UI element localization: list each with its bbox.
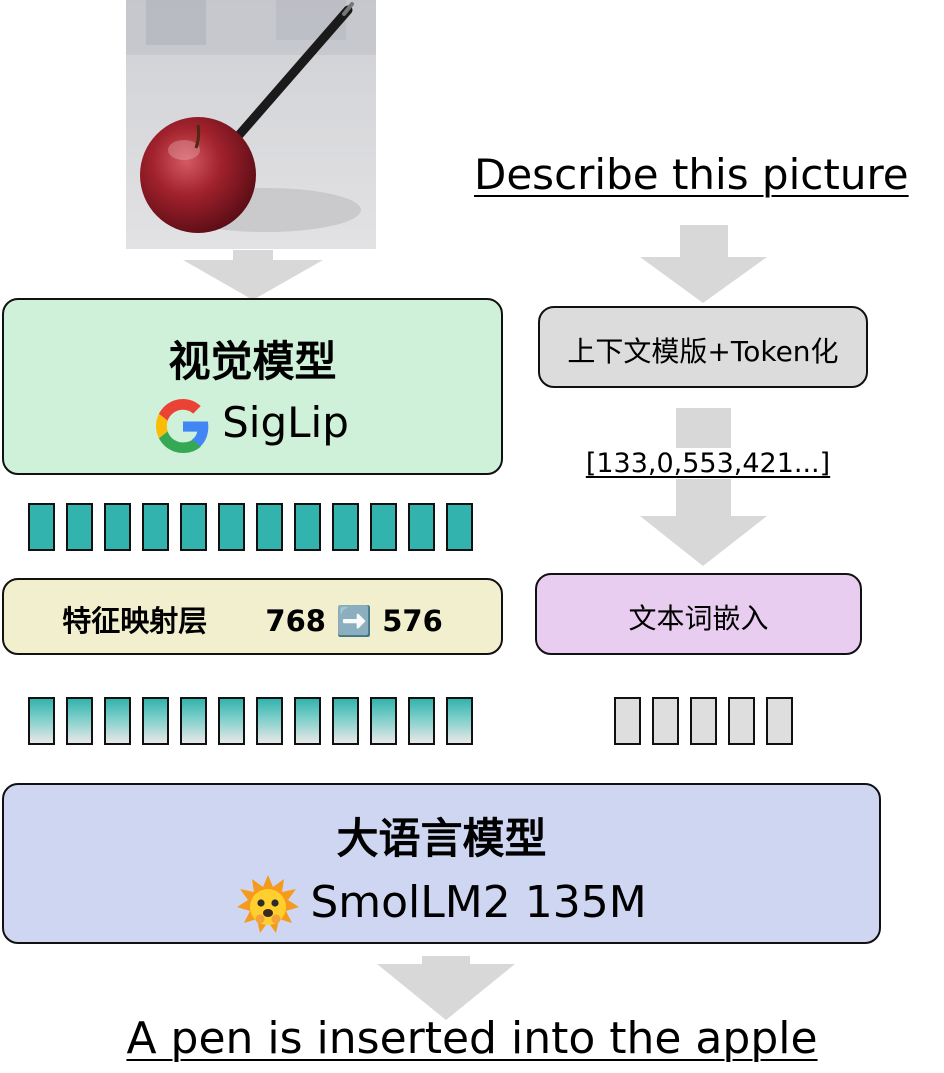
- text-token: [690, 697, 717, 745]
- prompt-text: Describe this picture: [474, 150, 909, 199]
- output-text: A pen is inserted into the apple: [126, 1013, 818, 1064]
- projected-token: [332, 697, 359, 745]
- llm-box: 大语言模型 SmolLM2 135M: [2, 783, 881, 944]
- projected-token: [66, 697, 93, 745]
- arrow-down-icon: [377, 956, 515, 1020]
- vision-token: [294, 503, 321, 551]
- vision-model-title: 视觉模型: [168, 337, 337, 386]
- vision-token: [332, 503, 359, 551]
- projected-token: [408, 697, 435, 745]
- projected-token: [104, 697, 131, 745]
- arrow-down-icon: [640, 408, 767, 566]
- vision-token: [408, 503, 435, 551]
- text-token: [728, 697, 755, 745]
- vision-token: [142, 503, 169, 551]
- vision-token: [370, 503, 397, 551]
- vision-token: [256, 503, 283, 551]
- projected-token: [180, 697, 207, 745]
- apple-with-pen-photo: [126, 0, 376, 249]
- llm-name: SmolLM2 135M: [310, 877, 647, 928]
- projected-token: [446, 697, 473, 745]
- projected-token: [294, 697, 321, 745]
- text-token: [766, 697, 793, 745]
- projected-token: [256, 697, 283, 745]
- vision-token: [104, 503, 131, 551]
- vision-token: [180, 503, 207, 551]
- projector-label-row: 特征映射层 768 ➡️ 576: [4, 598, 501, 640]
- arrow-down-icon: [640, 225, 767, 303]
- vision-token: [66, 503, 93, 551]
- token-ids-text: [133,0,553,421...]: [576, 448, 840, 479]
- hugging-face-emoji-icon: [237, 875, 300, 933]
- projected-token: [28, 697, 55, 745]
- vision-model-box: 视觉模型 SigLip: [2, 298, 503, 475]
- llm-title: 大语言模型: [336, 814, 547, 863]
- google-g-logo-icon: [156, 398, 209, 453]
- projector-box: 特征映射层 768 ➡️ 576: [2, 578, 503, 655]
- projected-token: [218, 697, 245, 745]
- template-tokenize-label: 上下文模版+Token化: [567, 335, 839, 368]
- projected-token: [142, 697, 169, 745]
- llm-name-row: SmolLM2 135M: [4, 873, 879, 937]
- template-tokenize-box: 上下文模版+Token化: [538, 306, 868, 388]
- projector-dims: 768 ➡️ 576: [265, 604, 443, 638]
- projected-token: [370, 697, 397, 745]
- vision-model-name-row: SigLip: [4, 398, 501, 453]
- vision-token: [28, 503, 55, 551]
- text-token: [614, 697, 641, 745]
- vision-token: [218, 503, 245, 551]
- text-embedding-label: 文本词嵌入: [628, 602, 769, 635]
- arrow-down-icon: [183, 250, 323, 300]
- text-token: [652, 697, 679, 745]
- projector-label: 特征映射层: [62, 604, 208, 638]
- vision-token: [446, 503, 473, 551]
- input-photo: [126, 0, 376, 249]
- vision-model-name: SigLip: [222, 398, 349, 447]
- text-embedding-box: 文本词嵌入: [535, 573, 862, 655]
